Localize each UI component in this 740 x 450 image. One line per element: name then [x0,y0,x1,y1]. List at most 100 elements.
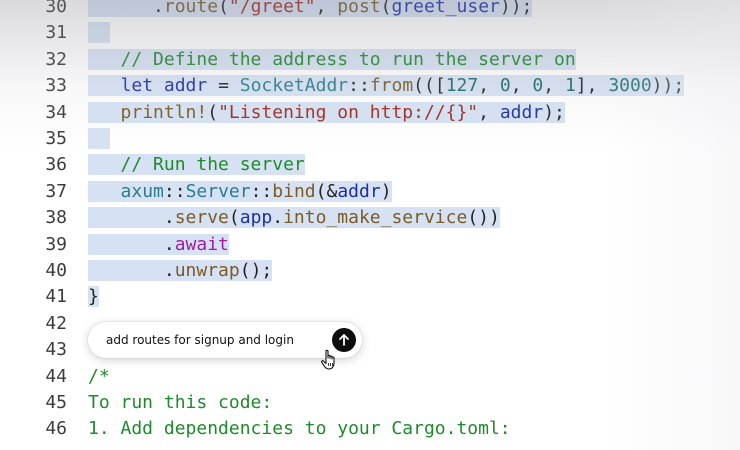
code-token: ( [207,101,219,123]
line-number: 39 [45,233,67,255]
code-token: ( [228,207,240,229]
arrow-up-icon [339,334,349,346]
code-line: 35 [0,126,740,152]
code-token: ); [543,101,565,123]
selection-stub [88,128,110,149]
line-number: 38 [45,207,67,229]
line-number: 33 [45,75,67,97]
code-token: greet_user [391,0,500,17]
code-token: = [207,75,240,97]
code-text: } [88,284,99,310]
code-token: , [478,101,500,123]
code-token: route [163,0,219,17]
code-text: let addr = SocketAddr::from(([127, 0, 0,… [88,73,685,99]
code-token: "Listening on http://{}" [218,101,479,123]
code-token: :: [348,75,370,97]
line-number: 30 [45,0,67,17]
code-token: 0 [532,75,544,97]
line-number: 43 [45,339,67,361]
code-text: .unwrap(); [88,258,273,284]
code-line: 32 // Define the address to run the serv… [0,47,740,73]
line-number: 35 [45,128,67,149]
code-token: post [337,0,381,17]
line-number: 40 [45,260,67,281]
code-text: .await [88,232,229,258]
send-button[interactable] [332,328,356,352]
code-token: // Define the address to run the server … [120,48,576,70]
code-token: , [315,0,338,17]
line-number: 45 [45,392,67,413]
code-token: bind [272,180,316,202]
code-line: 43 [0,337,740,363]
code-text [88,20,110,46]
code-text [88,126,110,152]
code-line: 39 .await [0,232,740,258]
code-token: 0 [499,75,511,97]
line-number: 41 [45,286,67,308]
code-token: :: [163,180,186,202]
prompt-input[interactable] [106,331,326,349]
code-token: 3000 [608,75,652,97]
line-number: 34 [45,101,67,123]
code-line: 44 /* [0,364,740,390]
code-token: , [510,75,533,97]
code-token: )); [651,75,685,97]
code-token: serve [174,207,229,229]
code-token: (); [239,260,273,281]
code-token: "/greet" [228,0,316,17]
code-token: // Run the server [120,154,305,176]
code-line: 40 .unwrap(); [0,258,740,284]
code-token: . [153,0,164,17]
code-token: Server [185,180,251,202]
code-token: ( [380,0,392,17]
code-text: 1. Add dependencies to your Cargo.toml: [88,416,511,442]
line-number: 37 [45,180,67,202]
line-number: 31 [45,22,67,44]
hand-pointer-icon [321,349,335,370]
line-number: 42 [45,312,67,334]
code-line: 33 let addr = SocketAddr::from(([127, 0,… [0,73,740,99]
code-text: // Define the address to run the server … [88,47,576,73]
code-token: await [174,233,229,255]
code-token: ( [218,0,229,17]
code-token: from [369,75,414,97]
code-token: ()) [467,207,500,229]
code-token: let [120,75,154,97]
code-line: 38 .serve(app.into_make_service()) [0,205,740,231]
selection-stub [88,22,110,44]
code-token: app [239,207,273,229]
code-line: 34 println!("Listening on http://{}", ad… [0,100,740,126]
code-token: addr [163,75,208,97]
code-token: (([ [413,75,446,97]
line-number: 44 [45,365,67,387]
code-token: 127 [445,75,479,97]
code-line: 36 // Run the server [0,152,740,178]
code-token: To run this code: [88,392,273,413]
code-token: (& [315,180,338,202]
code-text: /* [88,364,110,390]
code-token: . [163,260,175,281]
code-token: SocketAddr [239,75,349,97]
code-token: 1 [564,75,576,97]
line-number: 32 [45,48,67,70]
code-token: unwrap [174,260,240,281]
code-token: , [478,75,500,97]
code-token: } [88,286,99,308]
inline-prompt-box[interactable] [88,322,362,358]
code-token: :: [250,180,273,202]
line-number: 36 [45,154,67,176]
code-token [153,75,164,96]
code-token: into_make_service [283,207,468,229]
code-line: 30 .route("/greet", post(greet_user)); [0,0,740,20]
code-token: )); [499,0,533,17]
code-token: . [163,233,175,255]
code-token: /* [88,365,110,387]
code-line: 42 [0,311,740,337]
code-text: // Run the server [88,152,305,178]
code-line: 41} [0,284,740,310]
code-token: , [543,75,565,97]
code-token: addr [337,180,381,202]
code-text: To run this code: [88,390,272,416]
